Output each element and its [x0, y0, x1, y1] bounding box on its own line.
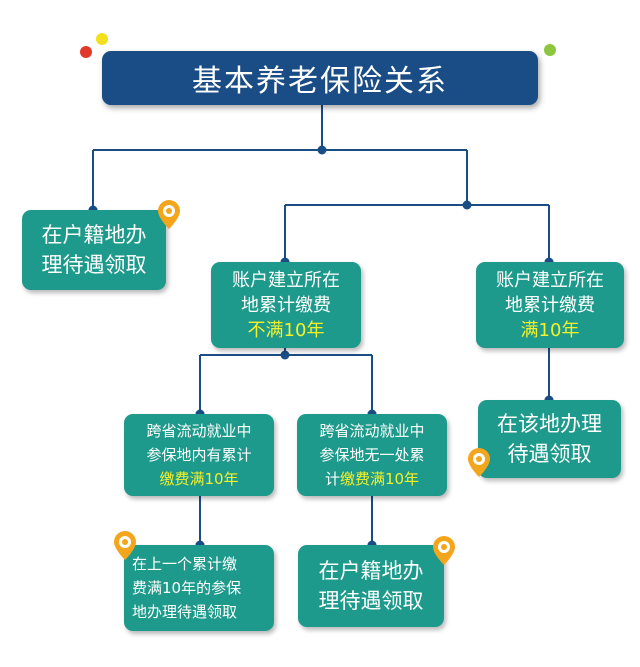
node-text: 账户建立所在 [496, 269, 604, 291]
node-highlight: 缴费满10年 [339, 470, 420, 488]
diagram-title-text: 基本养老保险关系 [192, 64, 448, 99]
node-local-claim: 在该地办理 待遇领取 [478, 400, 621, 478]
location-pin-icon [158, 200, 180, 229]
node-highlight: 满10年 [520, 319, 580, 341]
node-highlight: 缴费满10年 [159, 470, 239, 488]
node-has-10-years-elsewhere: 跨省流动就业中 参保地内有累计 缴费满10年 [124, 414, 274, 496]
node-text: 参保地无一处累 [319, 446, 425, 464]
node-text: 理待遇领取 [41, 253, 147, 277]
node-text: 地累计缴费 [241, 294, 331, 316]
decorative-dot-red [80, 46, 92, 58]
junction-dot [317, 145, 327, 155]
decorative-dot-yellow [96, 33, 108, 45]
node-highlight: 不满10年 [247, 319, 325, 341]
node-text: 地累计缴费 [505, 294, 595, 316]
node-10-years: 账户建立所在 地累计缴费 满10年 [476, 262, 624, 348]
node-under-10-years: 账户建立所在 地累计缴费 不满10年 [211, 262, 361, 348]
node-text: 理待遇领取 [318, 589, 424, 613]
node-text: 账户建立所在 [232, 269, 340, 291]
node-text: 跨省流动就业中 [146, 422, 252, 440]
node-text: 跨省流动就业中 [319, 422, 425, 440]
location-pin-icon [468, 448, 490, 477]
location-pin-icon [114, 531, 136, 560]
node-left-hukou: 在户籍地办 理待遇领取 [22, 210, 166, 290]
node-text: 费满10年的参保 [132, 579, 242, 597]
node-text: 待遇领取 [507, 442, 592, 466]
node-text: 地办理待遇领取 [132, 603, 238, 621]
node-text: 在户籍地办 [41, 223, 147, 247]
junction-dot [462, 200, 472, 210]
decorative-dot-green [544, 44, 556, 56]
junction-dot [280, 350, 290, 360]
node-text: 参保地内有累计 [146, 446, 252, 464]
diagram-title: 基本养老保险关系 [102, 51, 538, 105]
location-pin-icon [433, 536, 455, 565]
node-last-10-year-place-claim: 在上一个累计缴 费满10年的参保 地办理待遇领取 [124, 545, 274, 631]
node-no-10-years-elsewhere: 跨省流动就业中 参保地无一处累 计缴费满10年 [297, 414, 447, 496]
node-text-line: 计缴费满10年 [325, 467, 419, 491]
node-hukou-claim: 在户籍地办 理待遇领取 [298, 545, 444, 627]
node-text: 在上一个累计缴 [132, 555, 238, 573]
node-text: 在该地办理 [497, 412, 602, 436]
node-text: 计 [324, 470, 340, 488]
node-text: 在户籍地办 [318, 559, 424, 583]
